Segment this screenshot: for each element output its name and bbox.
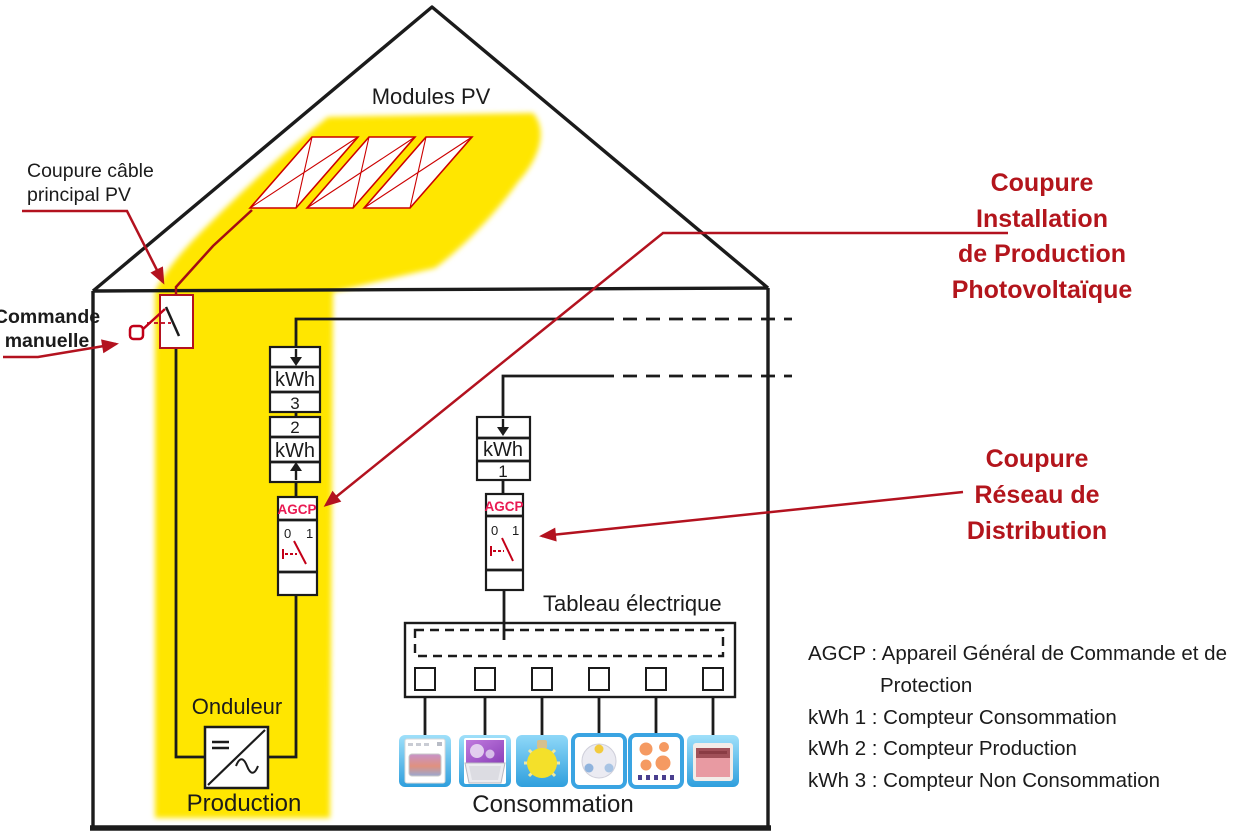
meter-kwh3: kWh 3 [268, 345, 322, 414]
svg-text:de Production: de Production [958, 240, 1126, 268]
coupure-cable-label: Coupure câble principal PV [27, 160, 154, 206]
agcp-label: AGCP [277, 502, 316, 517]
roof-line [91, 5, 770, 293]
grid-connection-lines [600, 317, 792, 378]
switch-blade [164, 306, 181, 337]
pv-modules [248, 136, 474, 209]
coupure-reseau-label: Coupure Réseau de Distribution [967, 445, 1107, 545]
power-socket-icon [571, 733, 627, 789]
pv-module [248, 136, 360, 209]
svg-text:Coupure: Coupure [986, 445, 1089, 473]
svg-text:Commande: Commande [0, 306, 100, 328]
circuit-breaker [645, 667, 667, 691]
legend: AGCP : Appareil Général de Commande et d… [808, 642, 1227, 792]
circuit-breaker [588, 667, 610, 691]
consommation-label: Consommation [472, 791, 633, 818]
ac-symbol [235, 758, 259, 774]
circuit-breaker [702, 667, 724, 691]
meter-unit: kWh [483, 439, 523, 461]
meter-unit: kWh [275, 440, 315, 462]
agcp-consumption: AGCP 0 1 [484, 492, 525, 592]
cooktop-icon [628, 733, 684, 789]
eave-line [92, 286, 769, 293]
arrow-commande-manuelle [3, 339, 119, 359]
appliance-icons [399, 733, 739, 789]
production-label: Production [187, 790, 302, 817]
pv-main-cable-switch [128, 209, 253, 349]
legend-line-kwh2: kWh 2 : Compteur Production [808, 737, 1077, 760]
legend-line-agcp: AGCP : Appareil Général de Commande et d… [808, 642, 1227, 665]
agcp-production: AGCP 0 1 [276, 495, 319, 597]
switch-linkage [141, 308, 166, 331]
arrow-coupure-cable [22, 209, 165, 285]
arrow-coupure-installation [323, 231, 1008, 507]
agcp-position-0: 0 [284, 526, 291, 541]
house-outline [90, 5, 771, 831]
meter-kwh1: kWh 1 [475, 415, 532, 482]
svg-text:Coupure: Coupure [991, 169, 1094, 197]
oven-icon [687, 735, 739, 787]
legend-line-kwh3: kWh 3 : Compteur Non Consommation [808, 769, 1160, 792]
svg-text:Installation: Installation [976, 205, 1108, 233]
onduleur-label: Onduleur [192, 694, 283, 719]
circuit-breaker [531, 667, 553, 691]
circuit-breaker [474, 667, 496, 691]
inverter [203, 725, 270, 790]
meter-number: 2 [290, 418, 299, 437]
dishwasher-icon [459, 735, 511, 787]
legend-line-protection: Protection [880, 674, 972, 697]
commande-manuelle-label: Commande manuelle [0, 306, 100, 352]
meter-unit: kWh [275, 369, 315, 391]
dc-symbol [212, 740, 229, 750]
tableau-electrique-label: Tableau électrique [543, 591, 722, 616]
inverter-diagonal [207, 729, 266, 786]
legend-line-kwh1: kWh 1 : Compteur Consommation [808, 706, 1117, 729]
pv-module [305, 136, 417, 209]
agcp-position-1: 1 [306, 526, 313, 541]
washing-machine-icon [399, 735, 451, 787]
meter-number: 1 [498, 462, 507, 481]
annotation-arrows [3, 209, 1008, 542]
circuit-breaker [414, 667, 436, 691]
svg-text:principal PV: principal PV [27, 184, 131, 206]
agcp-position-0: 0 [491, 523, 498, 538]
arrow-coupure-reseau [539, 490, 964, 542]
light-bulb-icon [516, 735, 568, 787]
meter-kwh2: 2 kWh [268, 415, 322, 484]
meter-number: 3 [290, 394, 299, 413]
svg-text:Réseau de: Réseau de [974, 481, 1099, 509]
pv-switch-box [159, 294, 194, 349]
manual-control-knob [128, 324, 145, 341]
busbar-dashed-box [413, 628, 725, 658]
modules-pv-label: Modules PV [372, 84, 491, 109]
agcp-label: AGCP [484, 499, 523, 514]
svg-text:Distribution: Distribution [967, 517, 1107, 545]
agcp-position-1: 1 [512, 523, 519, 538]
electrical-panel [403, 621, 737, 699]
coupure-installation-label: Coupure Installation de Production Photo… [952, 169, 1133, 304]
svg-text:manuelle: manuelle [5, 330, 90, 352]
svg-text:Coupure câble: Coupure câble [27, 160, 154, 182]
svg-text:Photovoltaïque: Photovoltaïque [952, 276, 1133, 304]
pv-module [362, 136, 474, 209]
